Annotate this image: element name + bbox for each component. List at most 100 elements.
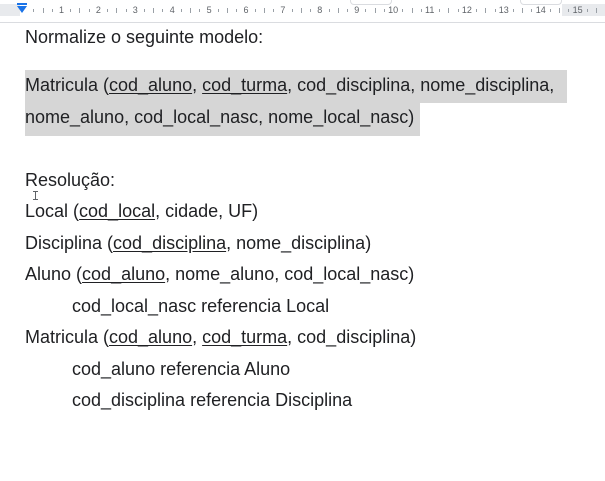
ruler-tick (522, 8, 524, 13)
ruler-tick (227, 8, 229, 13)
ruler-number: 1 (59, 5, 65, 15)
primary-key: cod_aluno (109, 327, 193, 347)
ruler-tick (531, 9, 533, 12)
relation-attributes: , nome_aluno, cod_local_nasc) (165, 264, 415, 284)
ruler-tick (365, 9, 367, 12)
primary-key: cod_turma (202, 75, 288, 95)
ruler-tick (586, 9, 588, 12)
ruler-tick (51, 9, 53, 12)
ruler-tick (291, 9, 293, 12)
matricula-relation: Matricula (cod_aluno, cod_turma, cod_dis… (25, 326, 416, 348)
separator: , (192, 75, 203, 95)
primary-key: cod_turma (202, 327, 288, 347)
ruler-right-margin (562, 4, 605, 16)
ruler-tick (254, 9, 256, 12)
ruler-number: 7 (280, 5, 286, 15)
ruler-tick (125, 9, 127, 12)
ruler-number: 3 (132, 5, 138, 15)
ruler-tick (439, 9, 441, 12)
ruler-tick (337, 8, 339, 13)
text-selection-highlight (25, 103, 420, 136)
ruler-tick (79, 8, 81, 13)
ruler-number: 15 (572, 5, 583, 15)
local-relation: Local (cod_local, cidade, UF) (25, 200, 258, 222)
ruler-tick (162, 9, 164, 12)
relation-name: Disciplina ( (25, 233, 114, 253)
ruler-number: 8 (317, 5, 323, 15)
text-selection-highlight (25, 70, 567, 103)
disciplina-relation: Disciplina (cod_disciplina, nome_discipl… (25, 232, 371, 254)
ruler-tick (568, 9, 570, 12)
ruler-number: 4 (169, 5, 175, 15)
ruler-tick (300, 8, 302, 13)
ruler-number: 5 (206, 5, 212, 15)
ruler-number: 12 (461, 5, 472, 15)
model-line-1: Matricula (cod_aluno, cod_turma, cod_dis… (25, 74, 554, 96)
ruler-tab-marker (350, 0, 392, 5)
ruler-tick (116, 8, 118, 13)
ruler-tick (180, 9, 182, 12)
ruler-number: 10 (388, 5, 399, 15)
ruler-tick (88, 9, 90, 12)
ruler-tick (402, 9, 404, 12)
model-table-name: Matricula ( (25, 75, 110, 95)
aluno-foreign-key: cod_local_nasc referencia Local (72, 296, 330, 316)
ruler-tick (199, 9, 201, 12)
ruler-tick (190, 8, 192, 13)
ruler-tick (374, 8, 376, 13)
ruler-tick (217, 9, 219, 12)
ruler-tick (383, 9, 385, 12)
ruler-tick (596, 8, 598, 13)
ruler-number: 9 (354, 5, 360, 15)
relation-attributes: , nome_disciplina) (226, 233, 372, 253)
ruler-tick (273, 9, 275, 12)
ruler-tick (144, 9, 146, 12)
ruler-tick (549, 9, 551, 12)
ruler-tick (559, 8, 561, 13)
matricula-foreign-key-2: cod_disciplina referencia Disciplina (72, 390, 353, 410)
ruler-number: 13 (498, 5, 509, 15)
relation-attributes: , cod_disciplina) (287, 327, 417, 347)
ruler-number: 2 (95, 5, 101, 15)
primary-key: cod_aluno (109, 75, 193, 95)
ruler-tick (513, 9, 515, 12)
ruler-tick (476, 9, 478, 12)
ruler-tick (328, 9, 330, 12)
ruler-tick (448, 8, 450, 13)
relation-name: Matricula ( (25, 327, 110, 347)
matricula-foreign-key-1: cod_aluno referencia Aluno (72, 359, 291, 379)
model-line-2: nome_aluno, cod_local_nasc, nome_local_n… (25, 107, 415, 127)
ruler-tick (263, 8, 265, 13)
ruler-tab-marker (520, 0, 562, 5)
ruler-number: 14 (535, 5, 546, 15)
first-line-indent-marker[interactable] (17, 3, 27, 5)
ruler-tick (33, 9, 35, 12)
model-attributes: , cod_disciplina, nome_disciplina, (287, 75, 555, 95)
separator: , (192, 327, 203, 347)
ruler-number: 11 (425, 5, 435, 15)
aluno-relation: Aluno (cod_aluno, nome_aluno, cod_local_… (25, 263, 414, 285)
ruler-tick (310, 9, 312, 12)
primary-key: cod_disciplina (113, 233, 227, 253)
ruler-tick (107, 9, 109, 12)
relation-name: Local ( (25, 201, 80, 221)
ruler-tick (70, 9, 72, 12)
ruler-tick (153, 8, 155, 13)
ruler-tick (346, 9, 348, 12)
ruler-tick (494, 9, 496, 12)
ruler-left-margin (0, 4, 20, 16)
primary-key: cod_local (79, 201, 156, 221)
prompt-text: Normalize o seguinte modelo: (25, 27, 264, 47)
resolution-label: Resolução: (25, 170, 116, 190)
primary-key: cod_aluno (82, 264, 166, 284)
ruler-tick (457, 9, 459, 12)
text-cursor-icon (33, 191, 38, 200)
ruler-tick (236, 9, 238, 12)
relation-name: Aluno ( (25, 264, 83, 284)
left-indent-marker[interactable] (17, 6, 27, 13)
ruler-tick (411, 8, 413, 13)
ruler-tick (485, 8, 487, 13)
relation-attributes: , cidade, UF) (155, 201, 259, 221)
ruler-tick (420, 9, 422, 12)
